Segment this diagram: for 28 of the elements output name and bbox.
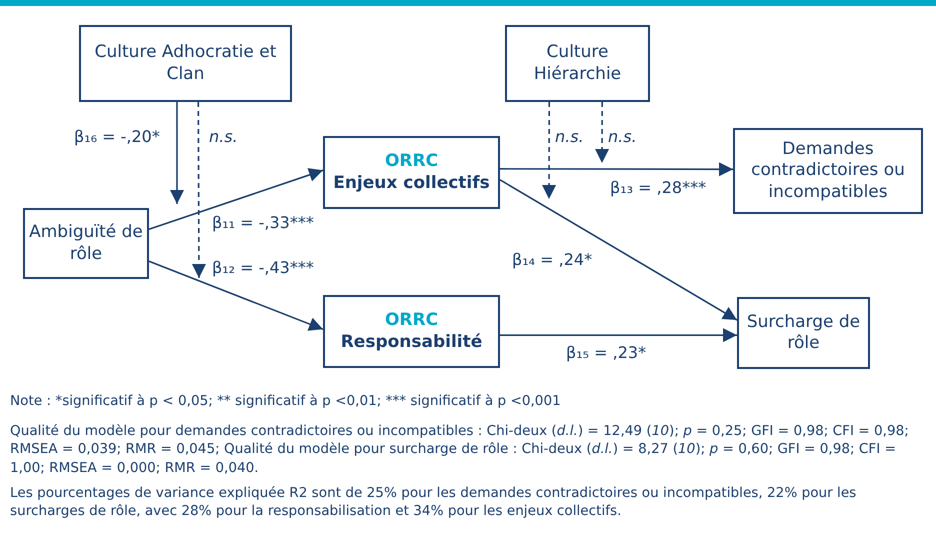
variable-box <box>505 25 650 102</box>
box-label: Surcharge de rôle <box>746 312 862 354</box>
arrow <box>500 162 733 176</box>
box-label: Enjeux collectifs <box>333 172 490 194</box>
box-label: Culture Adhocratie et Clan <box>94 42 278 85</box>
box-heading: ORRC <box>384 310 438 332</box>
box-heading: ORRC <box>384 151 438 172</box>
box-label: Responsabilité <box>340 332 482 353</box>
box-label: Ambiguïté de rôle <box>29 222 143 265</box>
variable-box <box>733 128 923 214</box>
arrow <box>170 102 184 204</box>
variable-box <box>23 208 149 279</box>
arrow <box>500 328 737 342</box>
arrow <box>500 179 738 321</box>
arrow <box>148 168 324 230</box>
note-text: Qualité du modèle pour demandes contradictoires ou incompatibles : Chi-deux (d.l.) = 12,49 (10); p = 0,25; GFI = 0,98; CFI = 0,98; RMSEA = 0,039; RMR = 0,045; Qualité du modèle pour surcharge de rôle : Chi-deux (d.l.) = 8,27 (10); p = 0,60; GFI = 0,98; CFI = 1,00; RMSEA = 0,000; RMR = 0,040. <box>10 422 910 478</box>
note-text: Note : *significatif à p < 0,05; ** significatif à p <0,01; *** significatif à p <0,001 <box>10 392 562 410</box>
box-label: Demandes contradictoires ou incompatibles <box>750 139 906 203</box>
variable-box <box>323 136 500 209</box>
variable-box <box>79 25 292 102</box>
box-label: Culture Hiérarchie <box>532 42 622 85</box>
arrow <box>192 102 206 278</box>
arrow <box>148 260 324 331</box>
variable-box <box>737 297 870 369</box>
arrow <box>542 102 556 199</box>
note-text: Les pourcentages de variance expliquée R2 sont de 25% pour les demandes contradictoires ou incompatibles, 22% pour les surcharges de rôle, avec 28% pour la responsabilisation et 34% pour les enjeux collectifs. <box>10 484 858 521</box>
arrow <box>595 102 610 163</box>
variable-box <box>323 295 500 368</box>
